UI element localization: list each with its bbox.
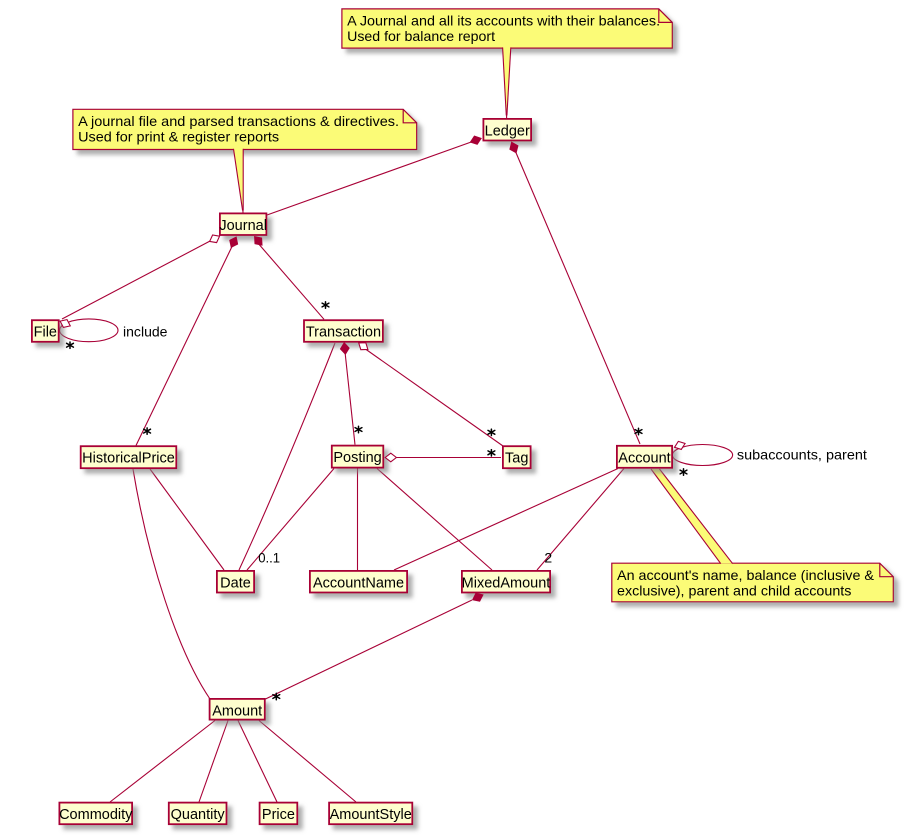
svg-text:Quantity: Quantity (171, 807, 226, 823)
svg-text:Used for balance report: Used for balance report (347, 28, 495, 44)
svg-text:Amount: Amount (212, 703, 262, 719)
svg-text:Date: Date (220, 575, 251, 591)
svg-text:Ledger: Ledger (485, 123, 530, 139)
svg-text:AccountName: AccountName (313, 575, 404, 591)
svg-text:A journal file and parsed tran: A journal file and parsed transactions &… (78, 113, 399, 129)
svg-text:exclusive), parent and child a: exclusive), parent and child accounts (617, 582, 851, 598)
svg-text:0..1: 0..1 (258, 550, 280, 566)
svg-text:Transaction: Transaction (306, 325, 381, 341)
svg-text:A Journal and all its accounts: A Journal and all its accounts with thei… (347, 13, 660, 29)
svg-text:subaccounts, parent: subaccounts, parent (737, 447, 867, 463)
svg-text:AmountStyle: AmountStyle (330, 807, 412, 823)
svg-text:HistoricalPrice: HistoricalPrice (82, 451, 175, 467)
svg-text:Tag: Tag (505, 451, 528, 467)
svg-text:Price: Price (262, 807, 295, 823)
svg-text:include: include (123, 324, 168, 340)
svg-text:Commodity: Commodity (59, 807, 133, 823)
svg-text:MixedAmount: MixedAmount (462, 575, 551, 591)
svg-text:Journal: Journal (219, 218, 267, 234)
svg-text:2: 2 (544, 550, 552, 566)
svg-text:Posting: Posting (333, 450, 381, 466)
svg-text:File: File (34, 325, 57, 341)
svg-text:Used for print & register repo: Used for print & register reports (78, 128, 279, 144)
svg-text:An account's name, balance (in: An account's name, balance (inclusive & (617, 567, 875, 583)
svg-text:Account: Account (618, 450, 670, 466)
